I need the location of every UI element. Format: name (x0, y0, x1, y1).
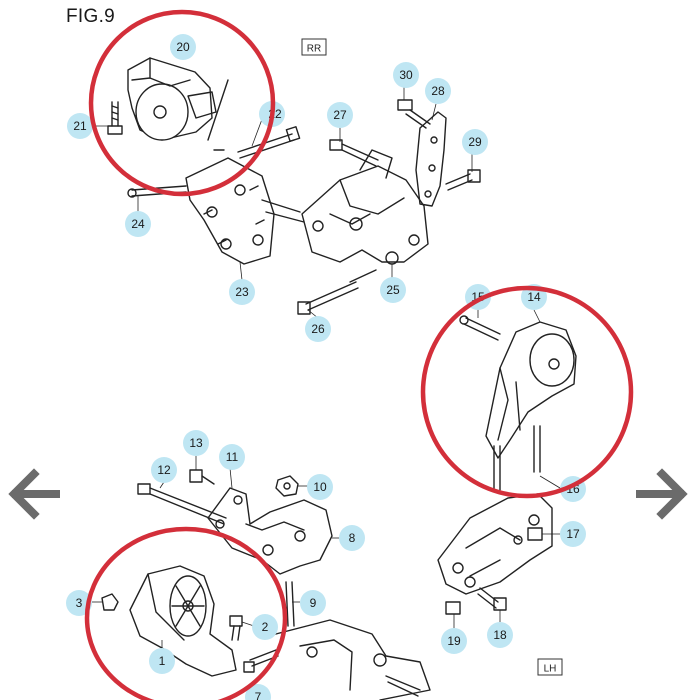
callout-18[interactable]: 18 (487, 622, 513, 648)
callout-2[interactable]: 2 (252, 614, 278, 640)
mount-part-14 (485, 321, 577, 491)
svg-text:10: 10 (313, 480, 327, 494)
bolt-21 (107, 101, 123, 135)
bolt-15 (459, 315, 501, 341)
highlight-ring-right (420, 285, 634, 499)
bolt-12 (137, 483, 227, 525)
svg-text:20: 20 (176, 40, 190, 54)
svg-text:8: 8 (349, 531, 356, 545)
bracket-part-23 (185, 157, 305, 265)
nut-10 (275, 475, 299, 497)
bolt-29 (445, 169, 481, 191)
arrow-left-icon[interactable] (6, 466, 62, 522)
svg-text:25: 25 (386, 283, 400, 297)
orientation-tag-lh: LH (537, 658, 563, 676)
callout-30[interactable]: 30 (393, 62, 419, 88)
bolt-2 (229, 615, 243, 641)
figure-title: FIG.9 (66, 6, 116, 27)
bolt-18 (477, 587, 507, 611)
svg-text:13: 13 (189, 436, 203, 450)
svg-text:21: 21 (73, 119, 87, 133)
nut-19 (445, 601, 461, 615)
callout-27[interactable]: 27 (327, 102, 353, 128)
svg-text:24: 24 (131, 217, 145, 231)
svg-text:27: 27 (333, 108, 347, 122)
bracket-part-28 (415, 111, 447, 207)
callout-12[interactable]: 12 (151, 457, 177, 483)
callout-13[interactable]: 13 (183, 430, 209, 456)
bracket-part-11 (207, 487, 333, 575)
orientation-tag-rr-text: RR (307, 44, 321, 55)
callout-9[interactable]: 9 (300, 590, 326, 616)
callout-25[interactable]: 25 (380, 277, 406, 303)
callout-layer: 20 21 22 24 23 27 30 28 29 25 26 15 14 1… (66, 34, 586, 700)
crossmember (267, 619, 431, 700)
svg-text:11: 11 (226, 450, 239, 464)
callout-11[interactable]: 11 (219, 444, 245, 470)
bolt-13 (189, 469, 215, 485)
svg-text:29: 29 (468, 135, 482, 149)
svg-text:7: 7 (255, 690, 262, 700)
svg-text:2: 2 (262, 620, 269, 634)
svg-text:9: 9 (310, 596, 317, 610)
callout-17[interactable]: 17 (560, 521, 586, 547)
bracket-part-25 (301, 149, 429, 265)
leader-lines (90, 86, 561, 648)
svg-text:26: 26 (311, 322, 325, 336)
highlight-rings (84, 9, 634, 700)
orientation-tag-lh-text: LH (544, 664, 557, 675)
highlight-ring-top (88, 9, 276, 197)
rear-mount-part-20 (127, 57, 229, 151)
orientation-tag-rr: RR (301, 38, 327, 56)
highlight-ring-bottom (84, 526, 288, 700)
callout-28[interactable]: 28 (425, 78, 451, 104)
svg-text:17: 17 (566, 527, 580, 541)
callout-24[interactable]: 24 (125, 211, 151, 237)
svg-text:28: 28 (431, 84, 445, 98)
callout-23[interactable]: 23 (229, 279, 255, 305)
svg-text:23: 23 (235, 285, 249, 299)
nut-17 (527, 527, 543, 541)
bolt-9 (285, 581, 295, 627)
svg-text:18: 18 (493, 628, 507, 642)
callout-26[interactable]: 26 (305, 316, 331, 342)
svg-text:3: 3 (76, 596, 83, 610)
callout-19[interactable]: 19 (441, 628, 467, 654)
callout-8[interactable]: 8 (339, 525, 365, 551)
callout-29[interactable]: 29 (462, 129, 488, 155)
callout-7[interactable]: 7 (245, 684, 271, 700)
callout-21[interactable]: 21 (67, 113, 93, 139)
bolt-27 (329, 139, 379, 167)
bolt-26 (297, 269, 377, 315)
svg-text:30: 30 (399, 68, 413, 82)
callout-10[interactable]: 10 (307, 474, 333, 500)
callout-1[interactable]: 1 (149, 648, 175, 674)
svg-text:14: 14 (527, 290, 541, 304)
engine-mount-part-1 (129, 565, 237, 677)
svg-text:12: 12 (157, 463, 171, 477)
callout-20[interactable]: 20 (170, 34, 196, 60)
svg-text:1: 1 (159, 654, 166, 668)
bracket-part-16 (437, 493, 553, 595)
svg-text:19: 19 (447, 634, 461, 648)
nut-3 (101, 593, 119, 611)
arrow-right-icon[interactable] (634, 466, 690, 522)
